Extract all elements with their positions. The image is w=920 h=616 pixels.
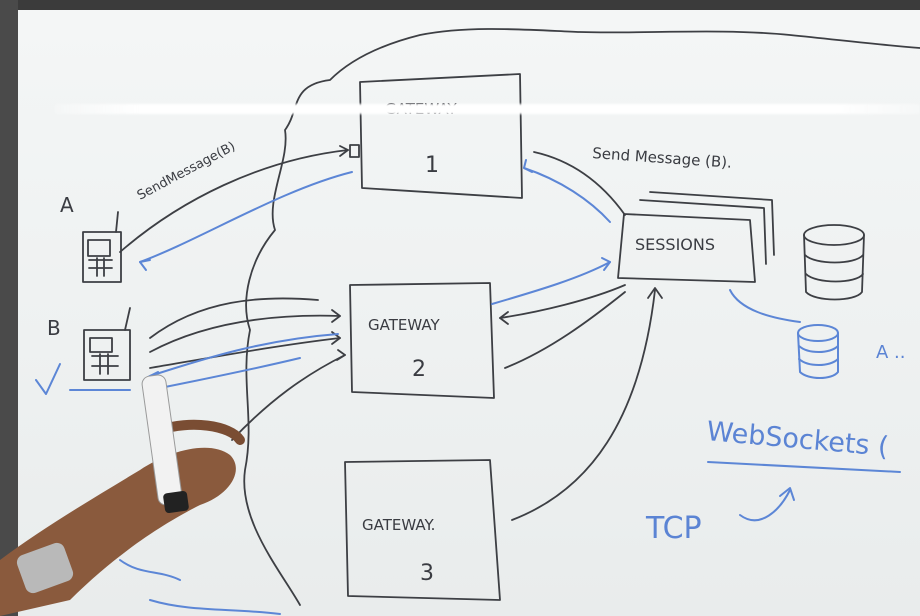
database-blue-icon: A ..: [729, 289, 905, 379]
gateway-1-number: 1: [425, 153, 439, 178]
db-label: A ..: [876, 342, 905, 363]
whiteboard-frame-left: [0, 0, 18, 616]
light-glare: [55, 104, 920, 114]
send-message-left-label: SendMessage(B): [135, 139, 238, 203]
sessions-label: SESSIONS: [635, 235, 715, 254]
arrow-a-to-gateway-1: [119, 149, 349, 253]
send-message-right-label: Send Message (B).: [592, 144, 733, 172]
gateway-3-title: GATEWAY.: [362, 516, 435, 534]
whiteboard-frame-top: [0, 0, 920, 12]
client-a-phone-icon: A: [60, 193, 122, 283]
client-a-label: A: [60, 193, 74, 217]
presenter-hand: [0, 419, 245, 616]
database-icon: [803, 224, 865, 301]
gateway-2-node: GATEWAY 2: [349, 282, 495, 399]
tcp-arrow-icon: [739, 489, 791, 522]
marker-pen-icon: [141, 374, 189, 514]
gateway-2-number: 2: [412, 357, 426, 382]
gateway-3-node: GATEWAY. 3: [344, 459, 501, 601]
blue-arrow-to-client-b: [149, 333, 339, 377]
gateway-3-number: 3: [420, 561, 434, 586]
tcp-label: TCP: [645, 511, 702, 546]
client-b-phone-icon: B: [35, 307, 131, 395]
websockets-label: WebSockets (: [705, 416, 889, 463]
client-b-label: B: [47, 316, 61, 340]
network-cloud-outline: [243, 28, 920, 606]
watch-icon: [16, 542, 74, 594]
arrow-gateway-3-to-sessions: [511, 289, 656, 521]
arrow-gateway-1-to-sessions: [533, 151, 626, 216]
arrow-b-to-gateway-2: [149, 297, 319, 339]
checkmark-icon: [35, 363, 61, 395]
blue-arrow-to-client-a: [139, 171, 353, 263]
gateway-1-node: GATEWAY 1: [349, 73, 523, 199]
gateway-2-title: GATEWAY: [368, 316, 440, 334]
arrow-sessions-to-gateway-2: [499, 284, 626, 319]
sessions-node: SESSIONS: [617, 191, 775, 283]
